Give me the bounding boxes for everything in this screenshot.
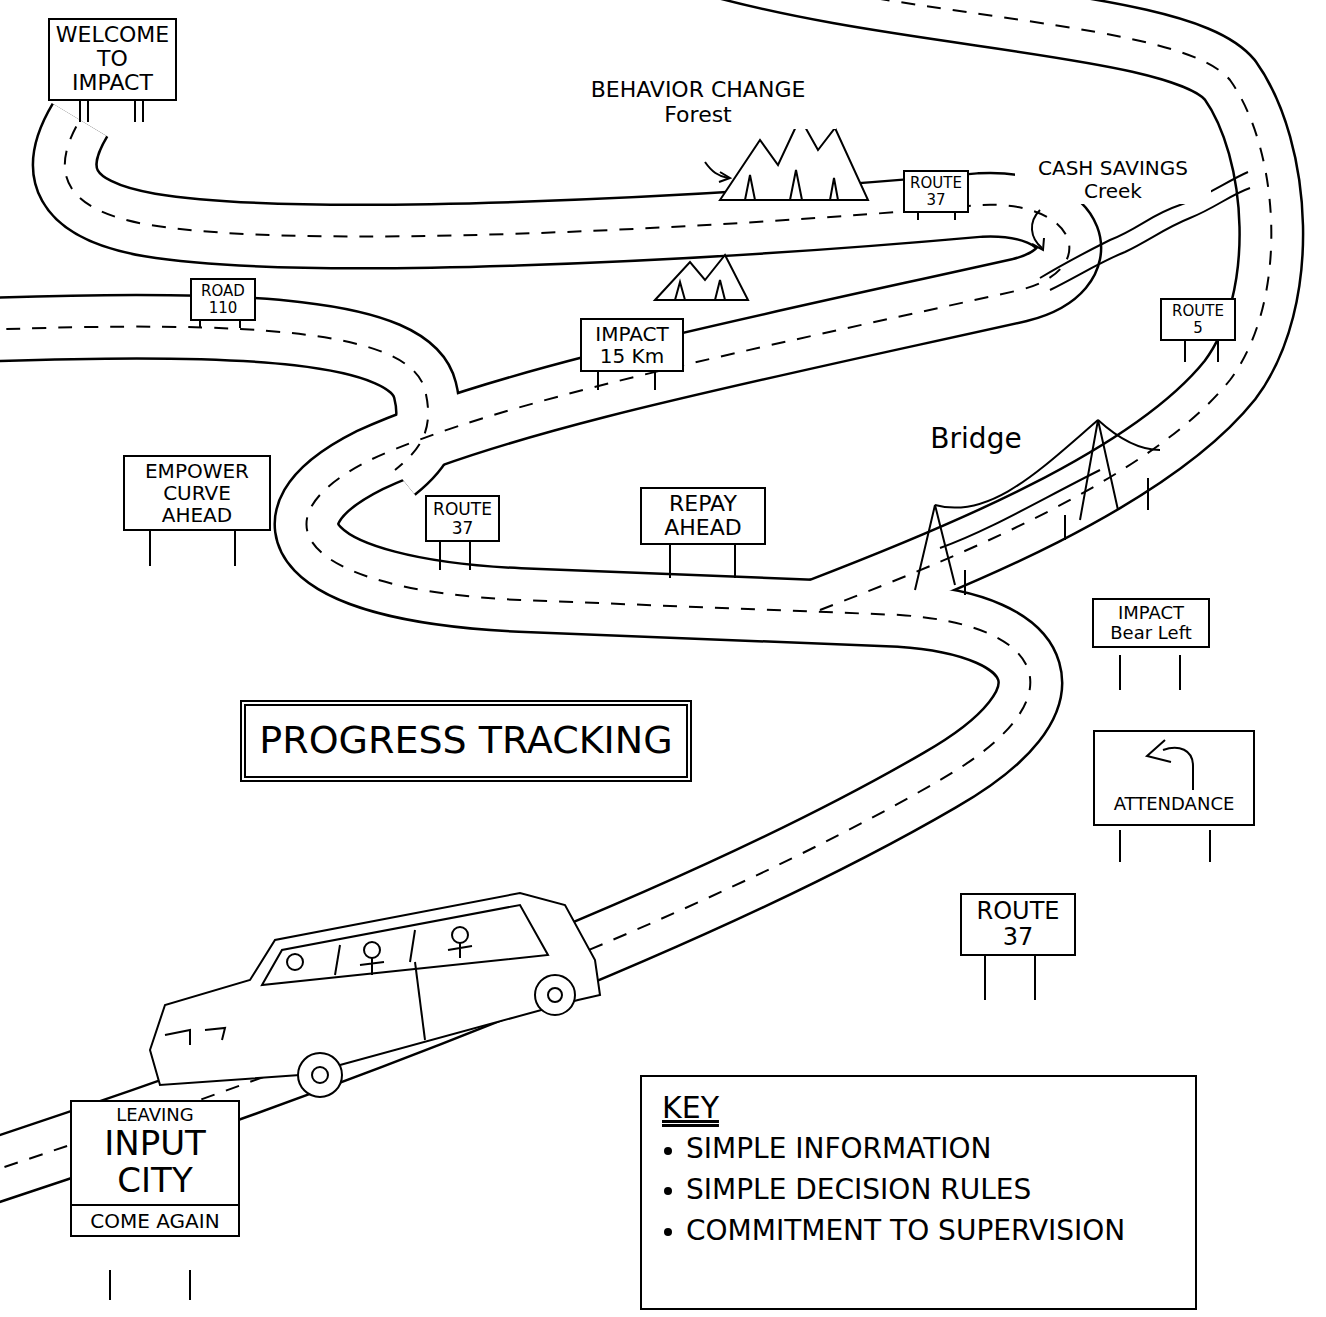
map-label: Bridge <box>918 422 1034 456</box>
sign-text: ROUTE 37 <box>909 175 963 208</box>
road-sign: EMPOWER CURVE AHEAD <box>123 455 271 531</box>
sign-text: ATTENDANCE <box>1099 794 1249 814</box>
road-centre-line <box>0 0 1271 1175</box>
sign-text: WELCOME TO IMPACT <box>54 23 171 96</box>
key-item: COMMITMENT TO SUPERVISION <box>686 1216 1175 1247</box>
road-sign: REPAY AHEAD <box>640 487 766 545</box>
sign-text: ROAD 110 <box>196 283 250 316</box>
arrow-head <box>1147 740 1171 762</box>
road-sign: ROUTE 37 <box>903 170 969 213</box>
arrow-shaft <box>1163 748 1193 790</box>
car <box>150 893 600 1097</box>
map-label: BEHAVIOR CHANGE Forest <box>560 76 836 129</box>
sign-text: COME AGAIN <box>72 1204 238 1232</box>
road-sign: IMPACT Bear Left <box>1092 598 1210 648</box>
map-label: CASH SAVINGS Creek <box>1015 156 1211 204</box>
sign-text: IMPACT Bear Left <box>1098 603 1204 643</box>
road-sign: PROGRESS TRACKING <box>240 700 692 782</box>
road-sign: WELCOME TO IMPACT <box>48 18 177 101</box>
bridge <box>915 420 1160 595</box>
arrow-head <box>1032 238 1044 250</box>
key-item: SIMPLE INFORMATION <box>686 1134 1175 1165</box>
sign-text: INPUT CITY <box>76 1125 234 1200</box>
key-box: KEY SIMPLE INFORMATION SIMPLE DECISION RUL… <box>640 1075 1197 1310</box>
arrow-head <box>719 172 730 182</box>
sign-text: IMPACT 15 Km <box>586 323 678 367</box>
road-edges <box>0 0 1271 1175</box>
key-item: SIMPLE DECISION RULES <box>686 1175 1175 1206</box>
road-sign: LEAVINGINPUT CITY COME AGAIN <box>70 1100 240 1237</box>
road-sign: ROAD 110 <box>190 278 256 321</box>
sign-text: LEAVING <box>76 1105 234 1125</box>
leader-arrow <box>1032 210 1042 248</box>
sign-text: ROUTE 37 <box>431 500 494 537</box>
sign-text: ROUTE 5 <box>1166 303 1230 336</box>
road-sign: IMPACT 15 Km <box>580 318 684 372</box>
key-heading: KEY <box>662 1091 1175 1124</box>
road-sign: ROUTE 37 <box>425 495 500 542</box>
sign-text: REPAY AHEAD <box>646 492 760 540</box>
road-surface <box>0 0 1271 1175</box>
turn-arrow <box>1135 736 1215 794</box>
sign-text: ROUTE 37 <box>966 898 1070 951</box>
sign-text: EMPOWER CURVE AHEAD <box>129 460 265 526</box>
road-sign: ROUTE 5 <box>1160 298 1236 341</box>
forest-mountains <box>655 118 868 300</box>
sign-text: PROGRESS TRACKING <box>256 720 676 762</box>
road-sign: ATTENDANCE <box>1093 730 1255 826</box>
road-sign: ROUTE 37 <box>960 893 1076 956</box>
